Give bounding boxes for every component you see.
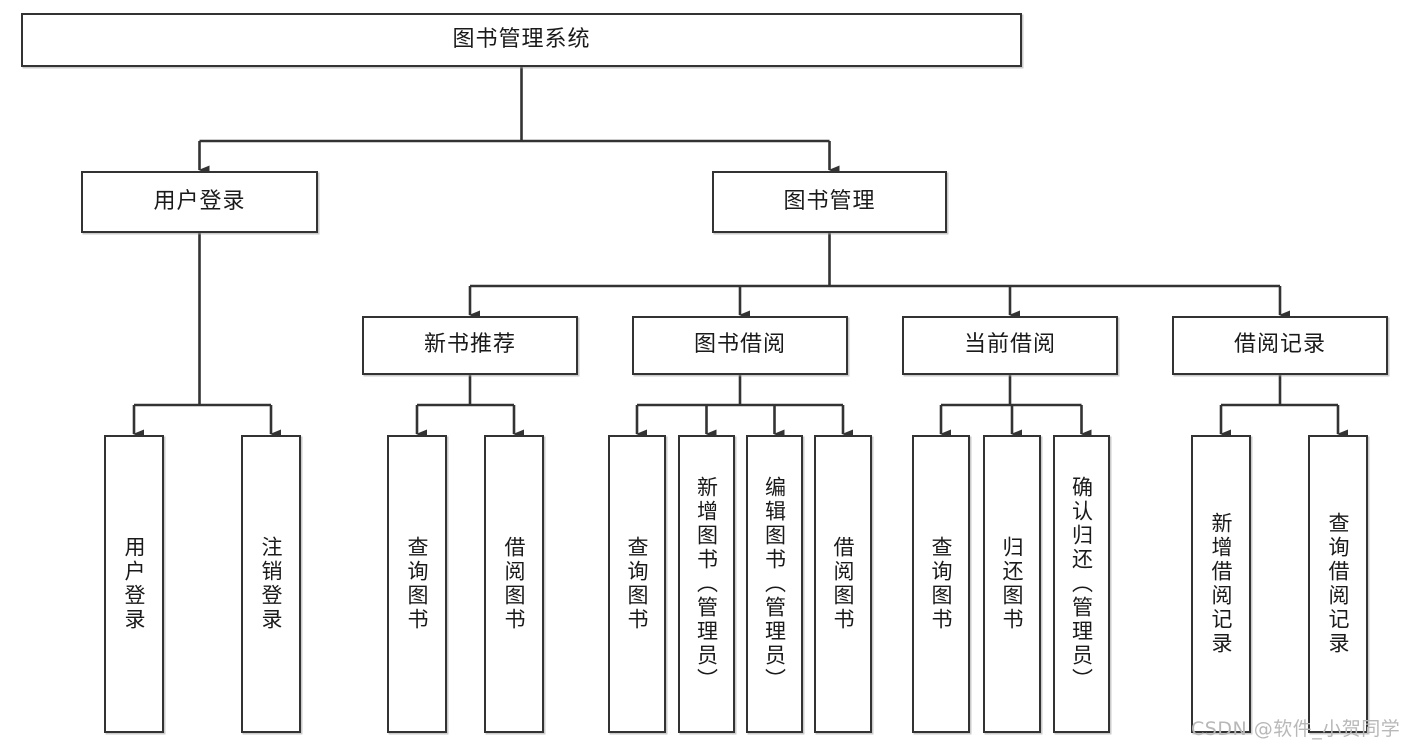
node-borrow-record[interactable]: 借阅记录 [1172, 316, 1388, 375]
node-book-manage[interactable]: 图书管理 [712, 171, 947, 233]
node-label: 新增图书（管理员） [694, 476, 719, 692]
node-label: 查询借阅记录 [1326, 512, 1351, 656]
node-leaf-add-record[interactable]: 新增借阅记录 [1191, 435, 1251, 733]
node-leaf-query-record[interactable]: 查询借阅记录 [1308, 435, 1368, 733]
node-leaf-borrow-book-rec[interactable]: 借阅图书 [484, 435, 544, 733]
node-leaf-query-book-rec[interactable]: 查询图书 [387, 435, 447, 733]
node-label: 新增借阅记录 [1209, 512, 1234, 656]
node-root[interactable]: 图书管理系统 [21, 13, 1022, 67]
node-leaf-user-login[interactable]: 用户登录 [104, 435, 164, 733]
node-label: 用户登录 [153, 188, 246, 214]
node-label: 查询图书 [929, 536, 954, 632]
node-user-login[interactable]: 用户登录 [81, 171, 318, 233]
node-leaf-return-book[interactable]: 归还图书 [983, 435, 1041, 733]
node-label: 用户登录 [122, 536, 147, 632]
node-label: 当前借阅 [963, 332, 1056, 358]
node-new-book-rec[interactable]: 新书推荐 [362, 316, 578, 375]
node-label: 编辑图书（管理员） [762, 476, 787, 692]
node-label: 图书管理 [783, 188, 876, 214]
node-book-borrow[interactable]: 图书借阅 [632, 316, 848, 375]
watermark-text: CSDN @软件_小贺同学 [1191, 718, 1401, 740]
node-leaf-edit-book[interactable]: 编辑图书（管理员） [746, 435, 803, 733]
node-leaf-query-book-bw[interactable]: 查询图书 [608, 435, 666, 733]
node-label: 归还图书 [1000, 536, 1025, 632]
node-current-borrow[interactable]: 当前借阅 [902, 316, 1118, 375]
node-label: 确认归还（管理员） [1069, 476, 1094, 692]
node-leaf-confirm-return[interactable]: 确认归还（管理员） [1053, 435, 1110, 733]
node-label: 注销登录 [259, 536, 284, 632]
node-label: 新书推荐 [423, 332, 516, 358]
node-label: 查询图书 [405, 536, 430, 632]
node-leaf-query-book-cb[interactable]: 查询图书 [912, 435, 970, 733]
node-leaf-add-book[interactable]: 新增图书（管理员） [678, 435, 735, 733]
node-label: 图书借阅 [693, 332, 786, 358]
node-label: 图书管理系统 [452, 26, 591, 52]
node-label: 查询图书 [625, 536, 650, 632]
node-label: 借阅图书 [831, 536, 856, 632]
node-leaf-logout[interactable]: 注销登录 [241, 435, 301, 733]
node-leaf-borrow-book-bw[interactable]: 借阅图书 [814, 435, 872, 733]
node-label: 借阅图书 [502, 536, 527, 632]
node-label: 借阅记录 [1233, 332, 1326, 358]
